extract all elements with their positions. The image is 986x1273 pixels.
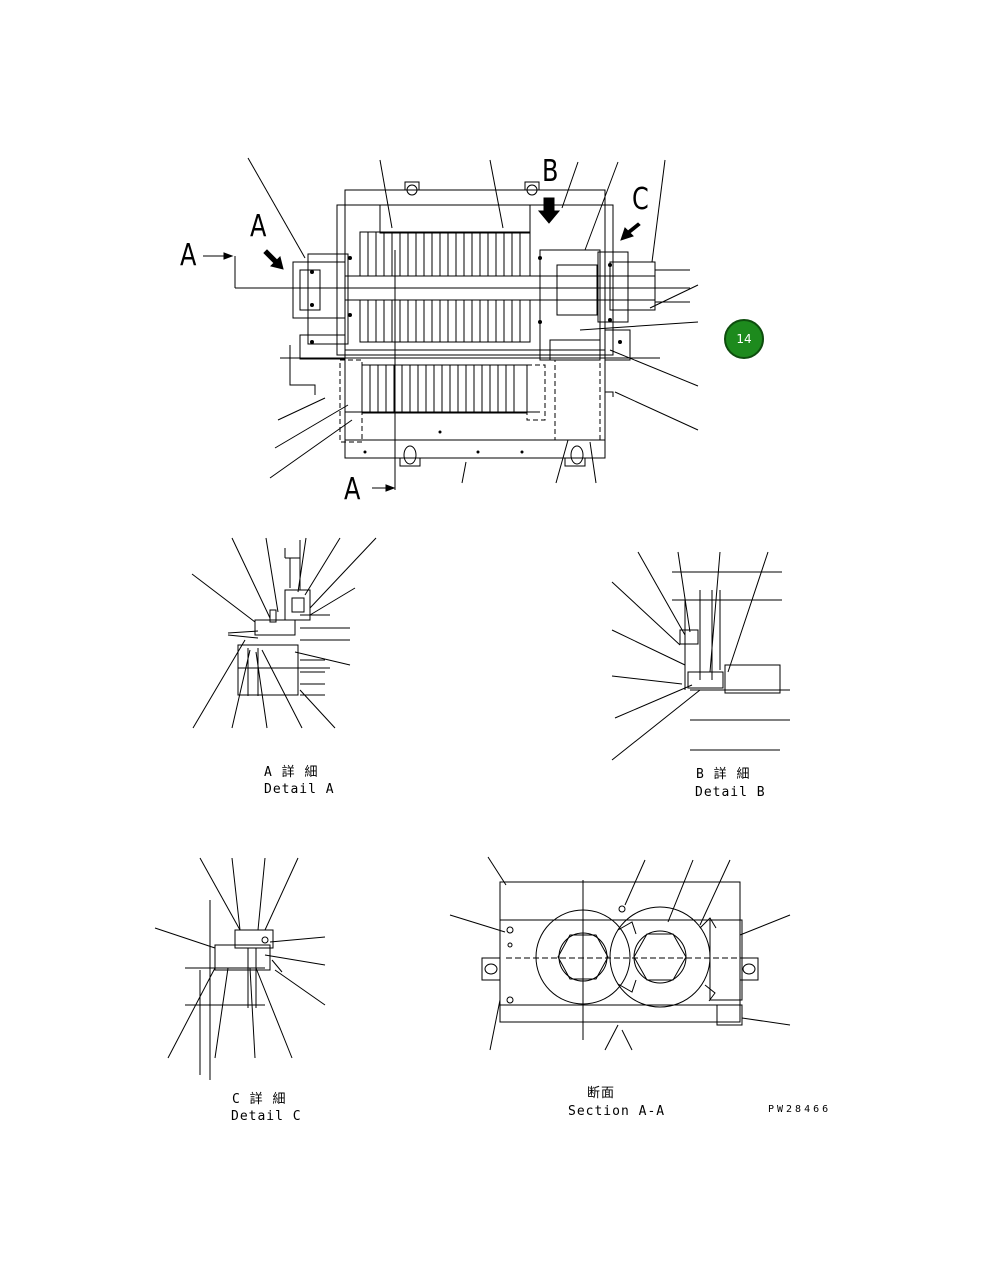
upper-rotor-teeth bbox=[359, 231, 531, 277]
right-rotor bbox=[609, 906, 711, 1008]
detail-c-title-jp: C 詳 細 bbox=[232, 1092, 287, 1107]
detail-c-view bbox=[154, 857, 326, 1080]
detail-marker-b: B bbox=[542, 154, 559, 189]
housing-upper-box bbox=[336, 204, 614, 356]
section-aa-view bbox=[449, 856, 791, 1051]
main-assembly-view bbox=[203, 157, 699, 492]
detail-a-view bbox=[191, 537, 377, 729]
detail-marker-a: A bbox=[250, 209, 267, 244]
detail-a-title-en: Detail A bbox=[264, 782, 335, 797]
detail-a-title-jp: A 詳 細 bbox=[264, 765, 319, 780]
view-label-a-bottom: A bbox=[344, 472, 361, 507]
section-aa-title-en: Section A-A bbox=[568, 1104, 666, 1119]
view-label-a-left: A bbox=[180, 238, 197, 273]
housing-outline bbox=[344, 189, 606, 459]
drawing-code: PW28466 bbox=[768, 1104, 832, 1115]
lower-rotor-teeth bbox=[361, 364, 528, 414]
page-number-badge: 14 bbox=[724, 319, 764, 359]
detail-b-title-en: Detail B bbox=[695, 785, 766, 800]
detail-c-title-en: Detail C bbox=[231, 1109, 302, 1124]
detail-a-pointer bbox=[263, 249, 284, 270]
gear-housing-block bbox=[539, 249, 601, 361]
detail-b-title-jp: B 詳 細 bbox=[696, 767, 751, 782]
detail-c-pointer bbox=[620, 222, 641, 241]
detail-b-pointer bbox=[537, 197, 561, 224]
section-aa-title-jp: 断面 bbox=[587, 1086, 616, 1101]
middle-rotor-teeth bbox=[359, 299, 531, 343]
detail-b-view bbox=[611, 551, 790, 761]
detail-marker-c: C bbox=[632, 182, 649, 217]
